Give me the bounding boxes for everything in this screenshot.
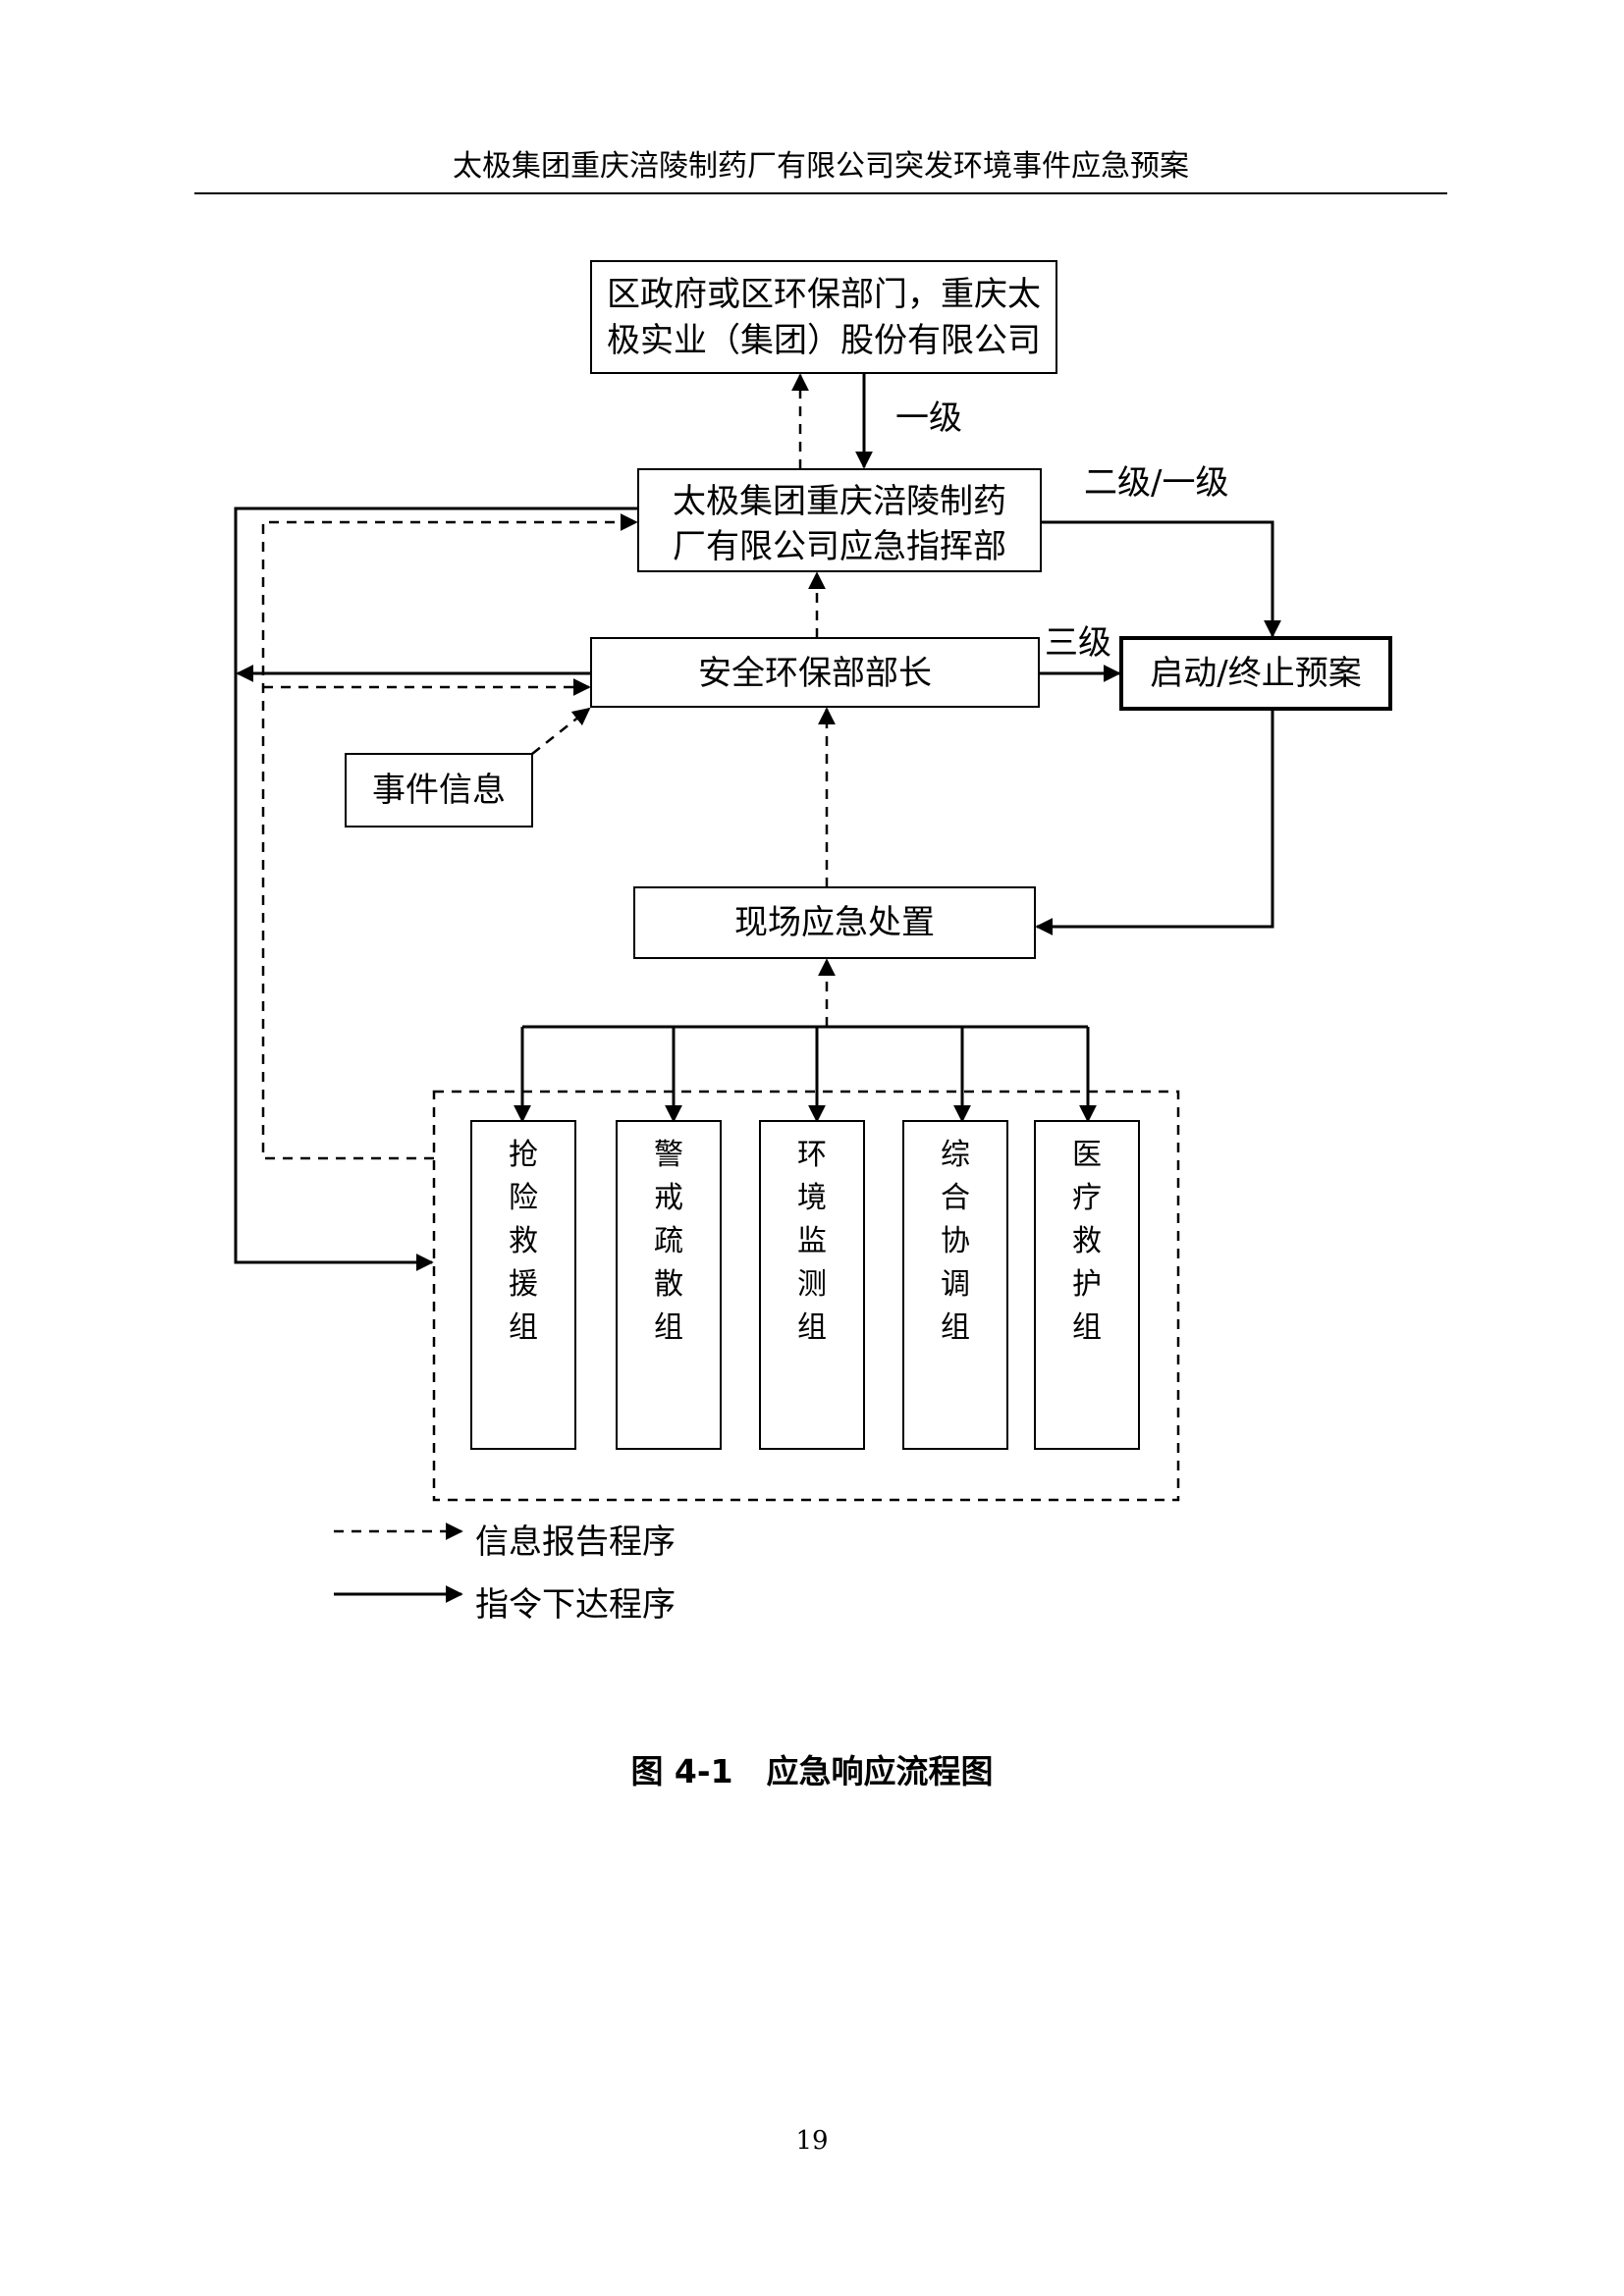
group-rescue-char-1: 抢 <box>509 1138 538 1172</box>
group-medical-char-3: 救 <box>1072 1224 1102 1258</box>
page-header: 太极集团重庆涪陵制药厂有限公司突发环境事件应急预案 <box>194 149 1447 194</box>
safety-head-box: 安全环保部部长 <box>590 637 1040 708</box>
figure-title: 应急响应流程图 <box>766 1752 994 1790</box>
group-monitoring-char-2: 境 <box>797 1181 827 1215</box>
group-rescue-char-5: 组 <box>509 1310 538 1345</box>
group-monitoring-char-4: 测 <box>797 1267 827 1302</box>
group-evacuation-char-3: 疏 <box>654 1224 683 1258</box>
group-coordination-char-2: 合 <box>941 1181 970 1215</box>
figure-number: 图 4-1 <box>630 1752 733 1790</box>
group-monitoring-char-3: 监 <box>797 1224 827 1258</box>
start-stop-label: 启动/终止预案 <box>1150 654 1361 693</box>
event-info-label: 事件信息 <box>372 771 506 810</box>
group-box-evacuation: 警 戒 疏 散 组 <box>616 1120 722 1450</box>
group-coordination-char-3: 协 <box>941 1224 970 1258</box>
group-medical-char-1: 医 <box>1072 1138 1102 1172</box>
group-monitoring-char-1: 环 <box>797 1138 827 1172</box>
onsite-label: 现场应急处置 <box>734 903 935 942</box>
group-coordination-char-1: 综 <box>941 1138 970 1172</box>
group-rescue-char-3: 救 <box>509 1224 538 1258</box>
event-info-box: 事件信息 <box>345 753 533 828</box>
group-medical-char-5: 组 <box>1072 1310 1102 1345</box>
gov-box: 区政府或区环保部门，重庆太 极实业（集团）股份有限公司 <box>590 260 1057 374</box>
group-rescue-char-2: 险 <box>509 1181 538 1215</box>
command-hq-to-start-arrow <box>1041 520 1281 638</box>
safety-head-label: 安全环保部部长 <box>698 654 932 693</box>
command-box-line1: 太极集团重庆涪陵制药 <box>673 482 1006 521</box>
group-box-monitoring: 环 境 监 测 组 <box>759 1120 865 1450</box>
group-monitoring-char-5: 组 <box>797 1310 827 1345</box>
group-box-rescue: 抢 险 救 援 组 <box>470 1120 576 1450</box>
group-evacuation-char-2: 戒 <box>654 1181 683 1215</box>
edge-label-level3: 三级 <box>1045 623 1111 663</box>
group-rescue-char-4: 援 <box>509 1267 538 1302</box>
command-command-to-teams-arrow <box>234 507 638 1271</box>
teams-container <box>432 1090 1180 1502</box>
gov-box-line1: 区政府或区环保部门，重庆太 <box>607 275 1041 314</box>
report-teams-to-command-arrow <box>261 513 638 1160</box>
group-box-coordination: 综 合 协 调 组 <box>902 1120 1008 1450</box>
command-box: 太极集团重庆涪陵制药 厂有限公司应急指挥部 <box>637 468 1042 572</box>
start-stop-box: 启动/终止预案 <box>1119 636 1392 711</box>
edge-label-level1: 一级 <box>895 399 962 438</box>
group-evacuation-char-4: 散 <box>654 1267 683 1302</box>
gov-box-line2: 极实业（集团）股份有限公司 <box>607 321 1041 360</box>
page-number: 19 <box>795 2126 829 2156</box>
command-box-line2: 厂有限公司应急指挥部 <box>673 527 1006 566</box>
group-coordination-char-5: 组 <box>941 1310 970 1345</box>
command-start-to-onsite-arrow <box>1035 709 1274 935</box>
group-evacuation-char-1: 警 <box>654 1138 683 1172</box>
edge-label-level2-1: 二级/一级 <box>1084 463 1228 503</box>
legend-solid-label: 指令下达程序 <box>475 1585 676 1625</box>
group-medical-char-2: 疗 <box>1072 1181 1102 1215</box>
legend-dashed-label: 信息报告程序 <box>475 1522 676 1562</box>
group-evacuation-char-5: 组 <box>654 1310 683 1345</box>
header-title: 太极集团重庆涪陵制药厂有限公司突发环境事件应急预案 <box>453 149 1189 184</box>
figure-caption: 图 4-1 应急响应流程图 <box>0 1745 1624 1792</box>
onsite-box: 现场应急处置 <box>633 886 1036 959</box>
group-medical-char-4: 护 <box>1072 1267 1102 1302</box>
report-event-to-safety-arrow <box>531 707 591 755</box>
group-coordination-char-4: 调 <box>941 1267 970 1302</box>
group-box-medical: 医 疗 救 护 组 <box>1034 1120 1140 1450</box>
legend: 信息报告程序 指令下达程序 <box>334 1522 676 1625</box>
